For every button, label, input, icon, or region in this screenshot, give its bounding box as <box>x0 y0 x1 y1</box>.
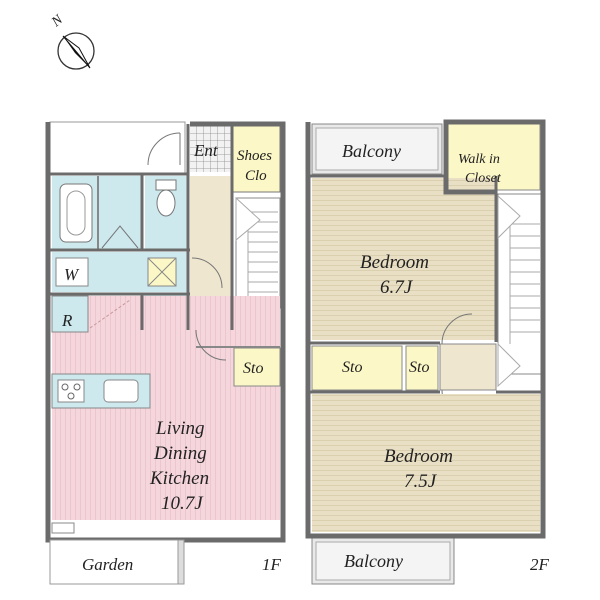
floor-2f: Balcony Walk in Closet Bedroom 6.7J Sto … <box>305 119 550 585</box>
ldk-label-line1: Living <box>155 418 205 439</box>
washer-space <box>55 257 89 287</box>
bedroom2-size-label: 7.5J <box>404 471 438 492</box>
bedroom-7-5 <box>312 394 540 532</box>
hall-2f <box>439 343 497 391</box>
storage-1f <box>233 347 281 387</box>
stairs-2f <box>497 193 543 388</box>
bath-door-swing <box>101 225 139 249</box>
storage-2f-right-label: Sto <box>409 359 429 376</box>
porch <box>49 121 186 175</box>
bedroom2-label: Bedroom <box>384 446 453 467</box>
entrance-label: Ent <box>193 141 219 160</box>
walk-in-closet-label-line2: Closet <box>465 171 502 186</box>
walk-in-closet-label-line1: Walk in <box>458 152 500 167</box>
floor-1f-label: 1F <box>262 555 282 574</box>
bathtub-icon <box>59 183 93 243</box>
bedroom-6-7 <box>312 178 496 340</box>
floor-1f: W R R <box>45 121 286 585</box>
kitchen-counter <box>51 373 151 409</box>
floor-2f-label: 2F <box>530 555 550 574</box>
ldk-label-line3: Kitchen <box>149 468 209 489</box>
bedroom1-label: Bedroom <box>360 252 429 273</box>
stairs-1f <box>235 196 281 309</box>
storage-2f-left <box>311 345 403 391</box>
entrance-area <box>190 124 232 172</box>
bedroom1-door-swing <box>441 313 473 345</box>
balcony-bottom-label: Balcony <box>344 551 403 571</box>
toilet-tank-icon <box>155 179 177 191</box>
storage-1f-label: Sto <box>243 360 263 377</box>
storage-2f-right <box>405 345 439 391</box>
bedroom1-size-label: 6.7J <box>380 277 414 298</box>
balcony-top-label: Balcony <box>342 141 401 161</box>
shoes-closet <box>231 123 281 193</box>
ldk-label-line2: Dining <box>153 443 207 464</box>
shoes-closet-label-line2: Clo <box>245 168 267 184</box>
compass: N <box>48 12 95 70</box>
north-label: N <box>48 12 66 31</box>
kitchen-sink-icon <box>103 379 139 403</box>
ldk-door-swing <box>195 329 227 361</box>
washer-label: W <box>64 265 80 284</box>
hall-door-swing <box>191 257 223 289</box>
toilet-icon <box>156 189 176 217</box>
ldk-size-label: 10.7J <box>161 493 204 514</box>
storage-2f-left-label: Sto <box>342 359 362 376</box>
entry-door-swing <box>147 132 181 166</box>
garden-label: Garden <box>82 555 133 574</box>
svg-text:R: R <box>61 311 73 330</box>
shoes-closet-label-line1: Shoes <box>237 148 272 164</box>
stove-icon <box>57 379 85 403</box>
